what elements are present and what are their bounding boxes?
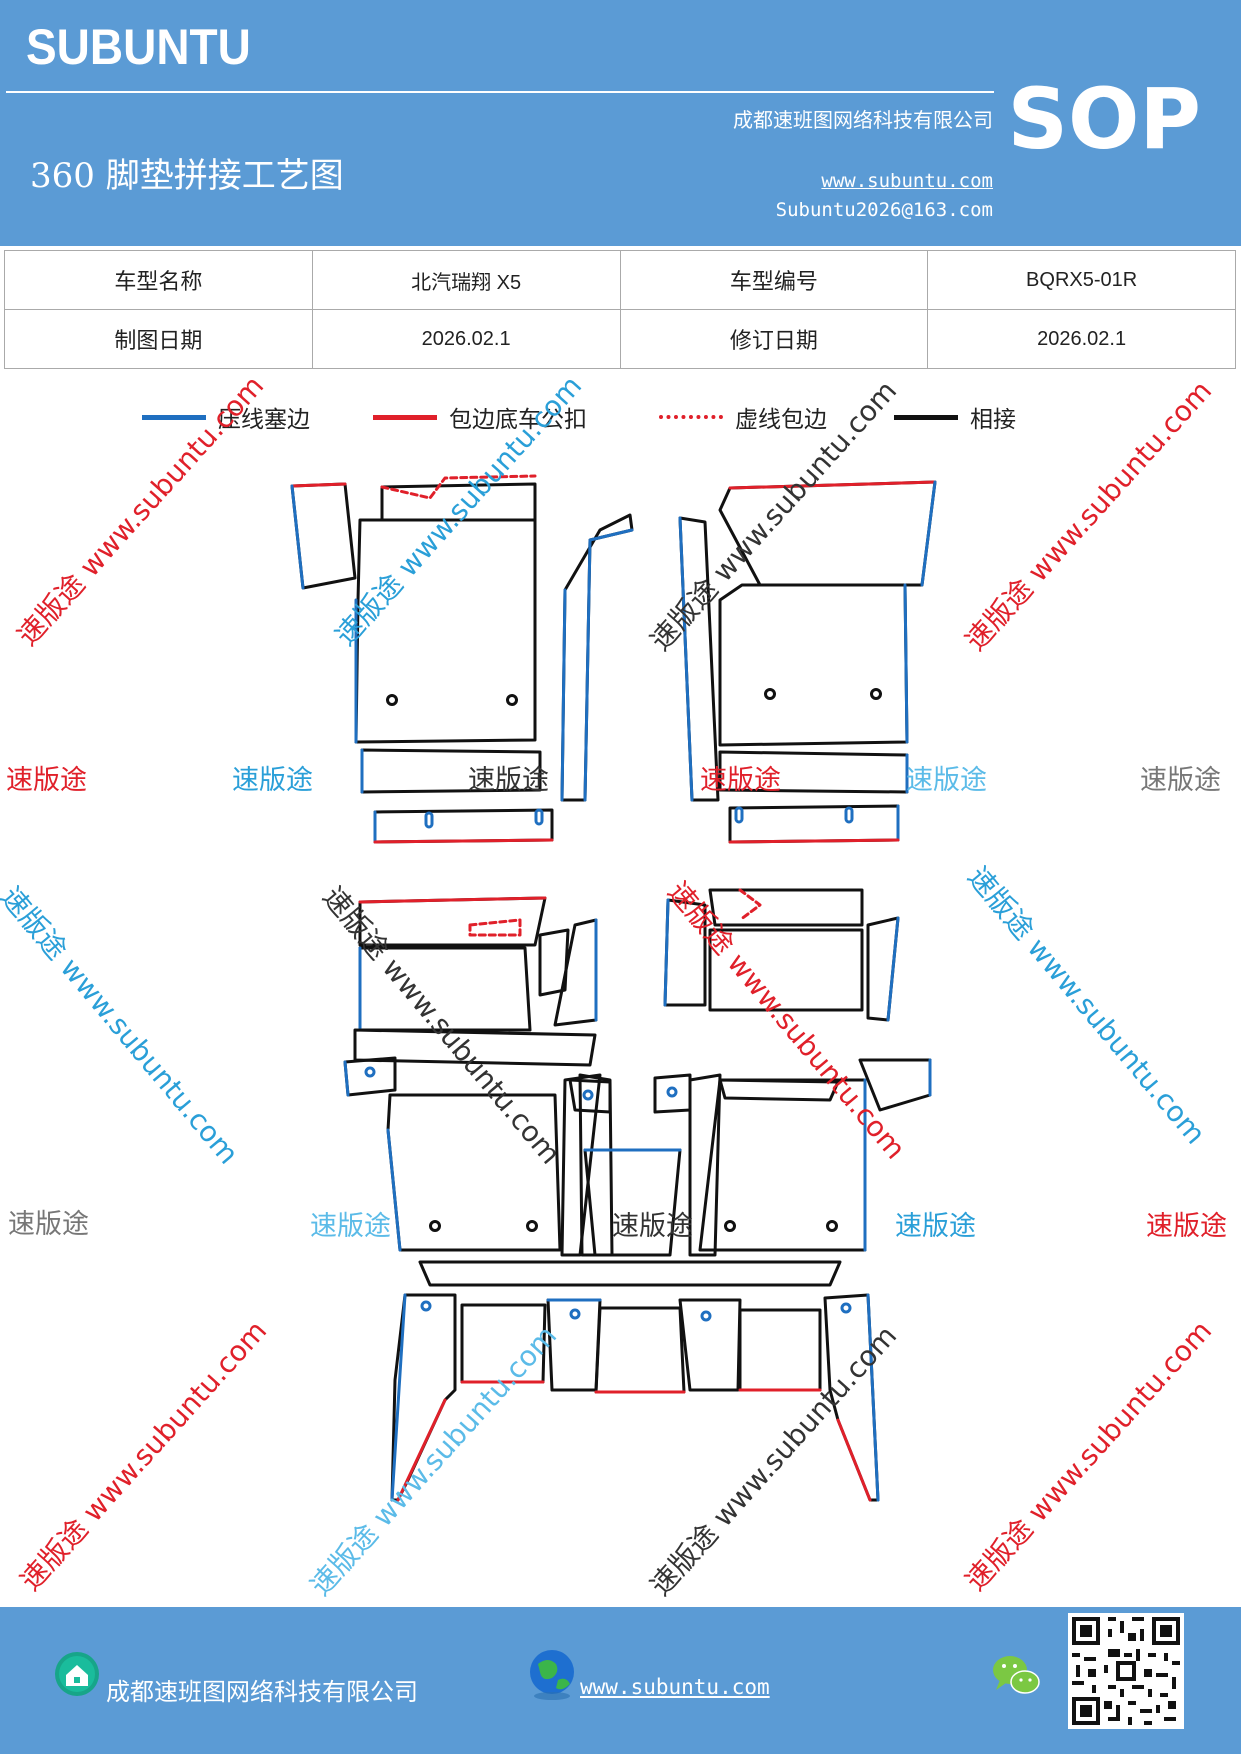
table-row: 车型名称 北汽瑞翔 X5 车型编号 BQRX5-01R: [4, 250, 1236, 310]
value-model-name: 北汽瑞翔 X5: [311, 250, 621, 310]
footer-website-link[interactable]: www.subuntu.com: [580, 1675, 770, 1699]
watermark-text: 速版途: [700, 765, 781, 796]
email-address: Subuntu2026@163.com: [775, 199, 993, 221]
brand-logo: SUBUNTU: [26, 19, 251, 75]
watermark-text: 速版途: [310, 1211, 391, 1242]
rear-floor-mat: [390, 1260, 880, 1502]
watermark-text: 速版途: [8, 1209, 89, 1240]
value-draw-date: 2026.02.1: [311, 309, 621, 369]
legend-swatch-black: [894, 414, 958, 420]
vehicle-info-table: 车型名称 北汽瑞翔 X5 车型编号 BQRX5-01R 制图日期 2026.02…: [4, 250, 1236, 369]
header-divider: [6, 91, 994, 93]
front-right-mat: [678, 480, 937, 844]
label-revise-date: 修订日期: [619, 309, 929, 369]
value-model-code: BQRX5-01R: [927, 250, 1236, 310]
front-left-mat: [290, 474, 634, 844]
middle-right-mat: [663, 888, 900, 1022]
middle-left-mat: [358, 896, 598, 1032]
line-legend: 压线塞边 包边底车公扣 虚线包边 相接: [0, 400, 1241, 440]
legend-label: 相接: [970, 407, 1016, 433]
watermark-text: 速版途: [906, 765, 987, 796]
legend-swatch-dotted: [659, 415, 723, 419]
watermark-text: 速版途: [1140, 765, 1221, 796]
label-draw-date: 制图日期: [4, 309, 313, 369]
qr-code: [1068, 1613, 1184, 1729]
footer-company-name: 成都速班图网络科技有限公司: [106, 1678, 418, 1706]
legend-item-red: 包边底车公扣: [373, 400, 587, 434]
globe-icon[interactable]: [530, 1650, 574, 1700]
wechat-icon[interactable]: [993, 1656, 1040, 1694]
label-model-code: 车型编号: [619, 250, 929, 310]
legend-item-black: 相接: [894, 400, 1016, 434]
watermark-text: 速版途: [1146, 1211, 1227, 1242]
company-name: 成都速班图网络科技有限公司: [733, 108, 993, 132]
legend-label: 压线塞边: [218, 407, 310, 433]
watermark-text: 速版途: [895, 1211, 976, 1242]
table-row: 制图日期 2026.02.1 修订日期 2026.02.1: [4, 309, 1236, 369]
legend-label: 包边底车公扣: [449, 407, 587, 433]
document-title: 360 脚垫拼接工艺图: [30, 156, 344, 196]
legend-item-blue: 压线塞边: [142, 400, 310, 434]
rear-seat-mat: [343, 1028, 932, 1257]
legend-swatch-red: [373, 414, 437, 420]
qr-code-pattern: [1068, 1613, 1184, 1729]
header-banner: [0, 0, 1241, 246]
legend-item-red-dotted: 虚线包边: [659, 400, 827, 434]
label-model-name: 车型名称: [4, 250, 313, 310]
watermark-text: 速版途: [6, 765, 87, 796]
legend-label: 虚线包边: [735, 407, 827, 433]
watermark-text: 速版途: [232, 765, 313, 796]
house-badge-icon: [55, 1652, 99, 1696]
watermark-text: 速版途: [468, 765, 549, 796]
sop-badge: SOP: [1007, 70, 1201, 168]
value-revise-date: 2026.02.1: [927, 309, 1236, 369]
watermark-text: 速版途: [612, 1211, 693, 1242]
website-link[interactable]: www.subuntu.com: [821, 170, 993, 192]
legend-swatch-blue: [142, 414, 206, 420]
